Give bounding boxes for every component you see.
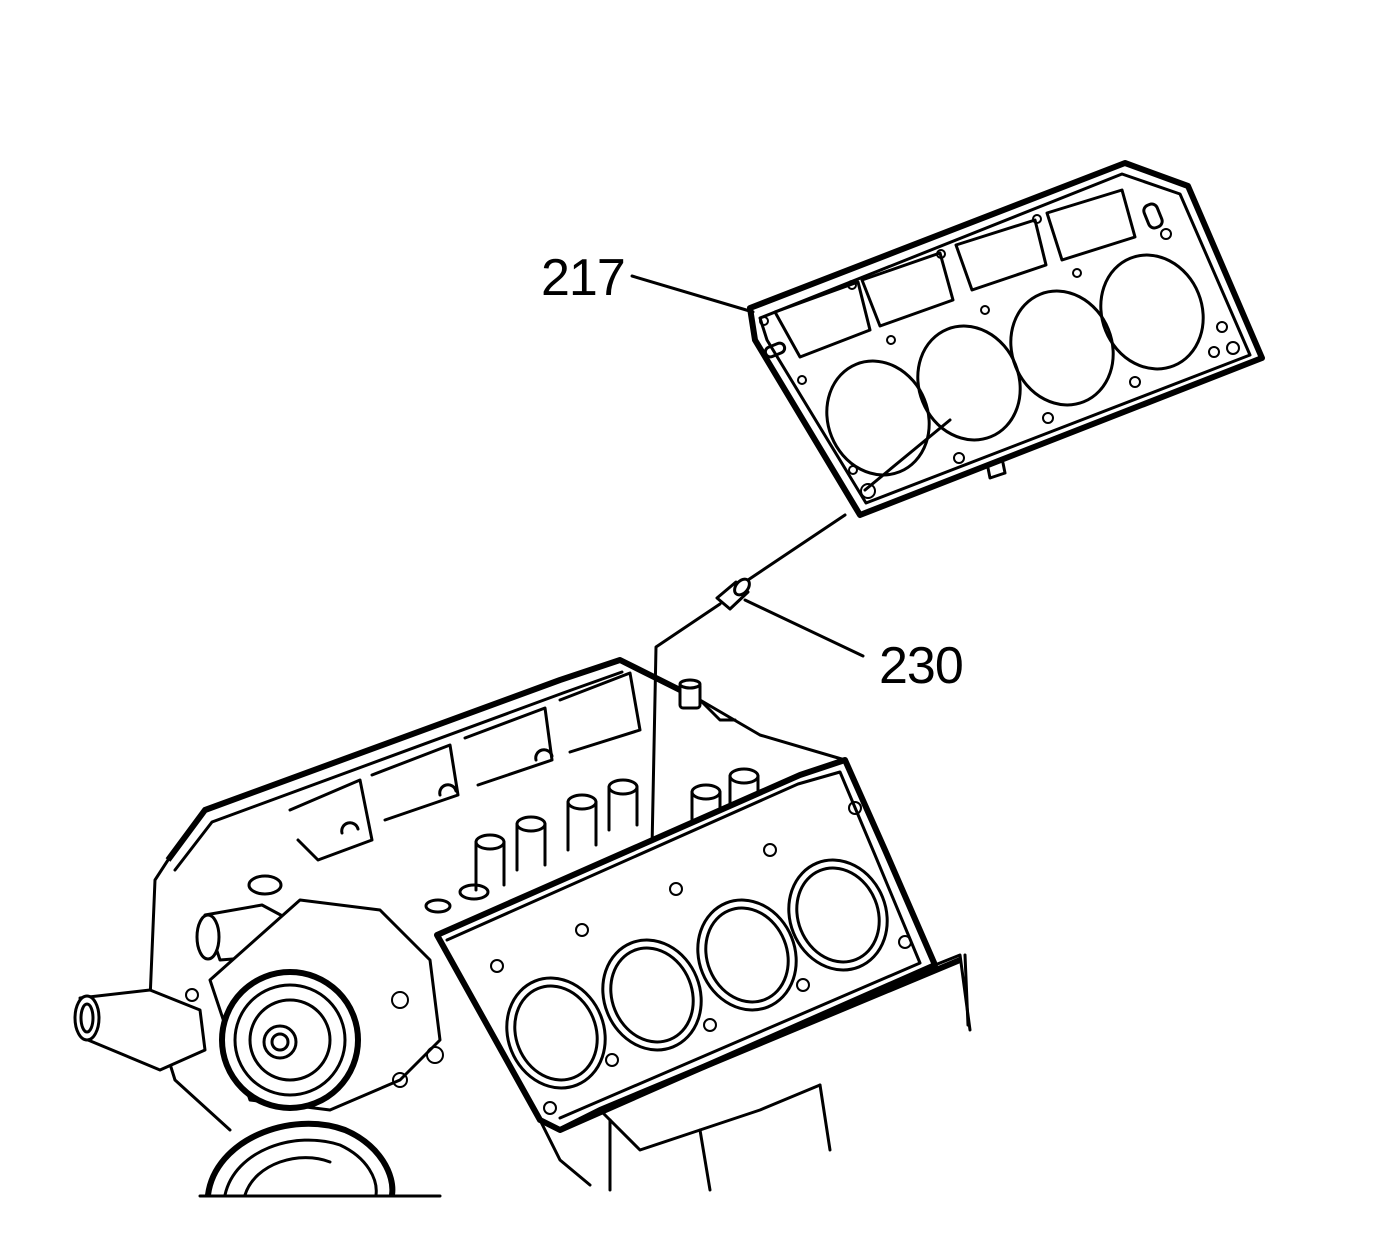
water-pump-pulley [219, 969, 361, 1111]
leader-line-217 [630, 274, 755, 314]
alignment-line-upper [740, 513, 847, 586]
block-bolt-holes [490, 801, 912, 1115]
front-accessories [73, 874, 444, 1198]
crankshaft-balancer [205, 1120, 396, 1197]
block-cylinder-bores [505, 858, 889, 1090]
engine-block [148, 657, 972, 1192]
callout-label-230: 230 [879, 637, 964, 695]
gasket-combustion-openings [825, 253, 1205, 477]
gasket-upper-openings [773, 188, 1137, 359]
alignment-line-gasket [863, 418, 952, 492]
callout-label-217: 217 [541, 249, 626, 307]
leader-lines [630, 274, 952, 1052]
leader-line-230 [743, 598, 865, 658]
left-bank-ports [288, 671, 642, 862]
head-gasket [747, 160, 1265, 518]
gasket-bolt-holes [759, 214, 1240, 475]
dowel-pin [715, 577, 751, 611]
